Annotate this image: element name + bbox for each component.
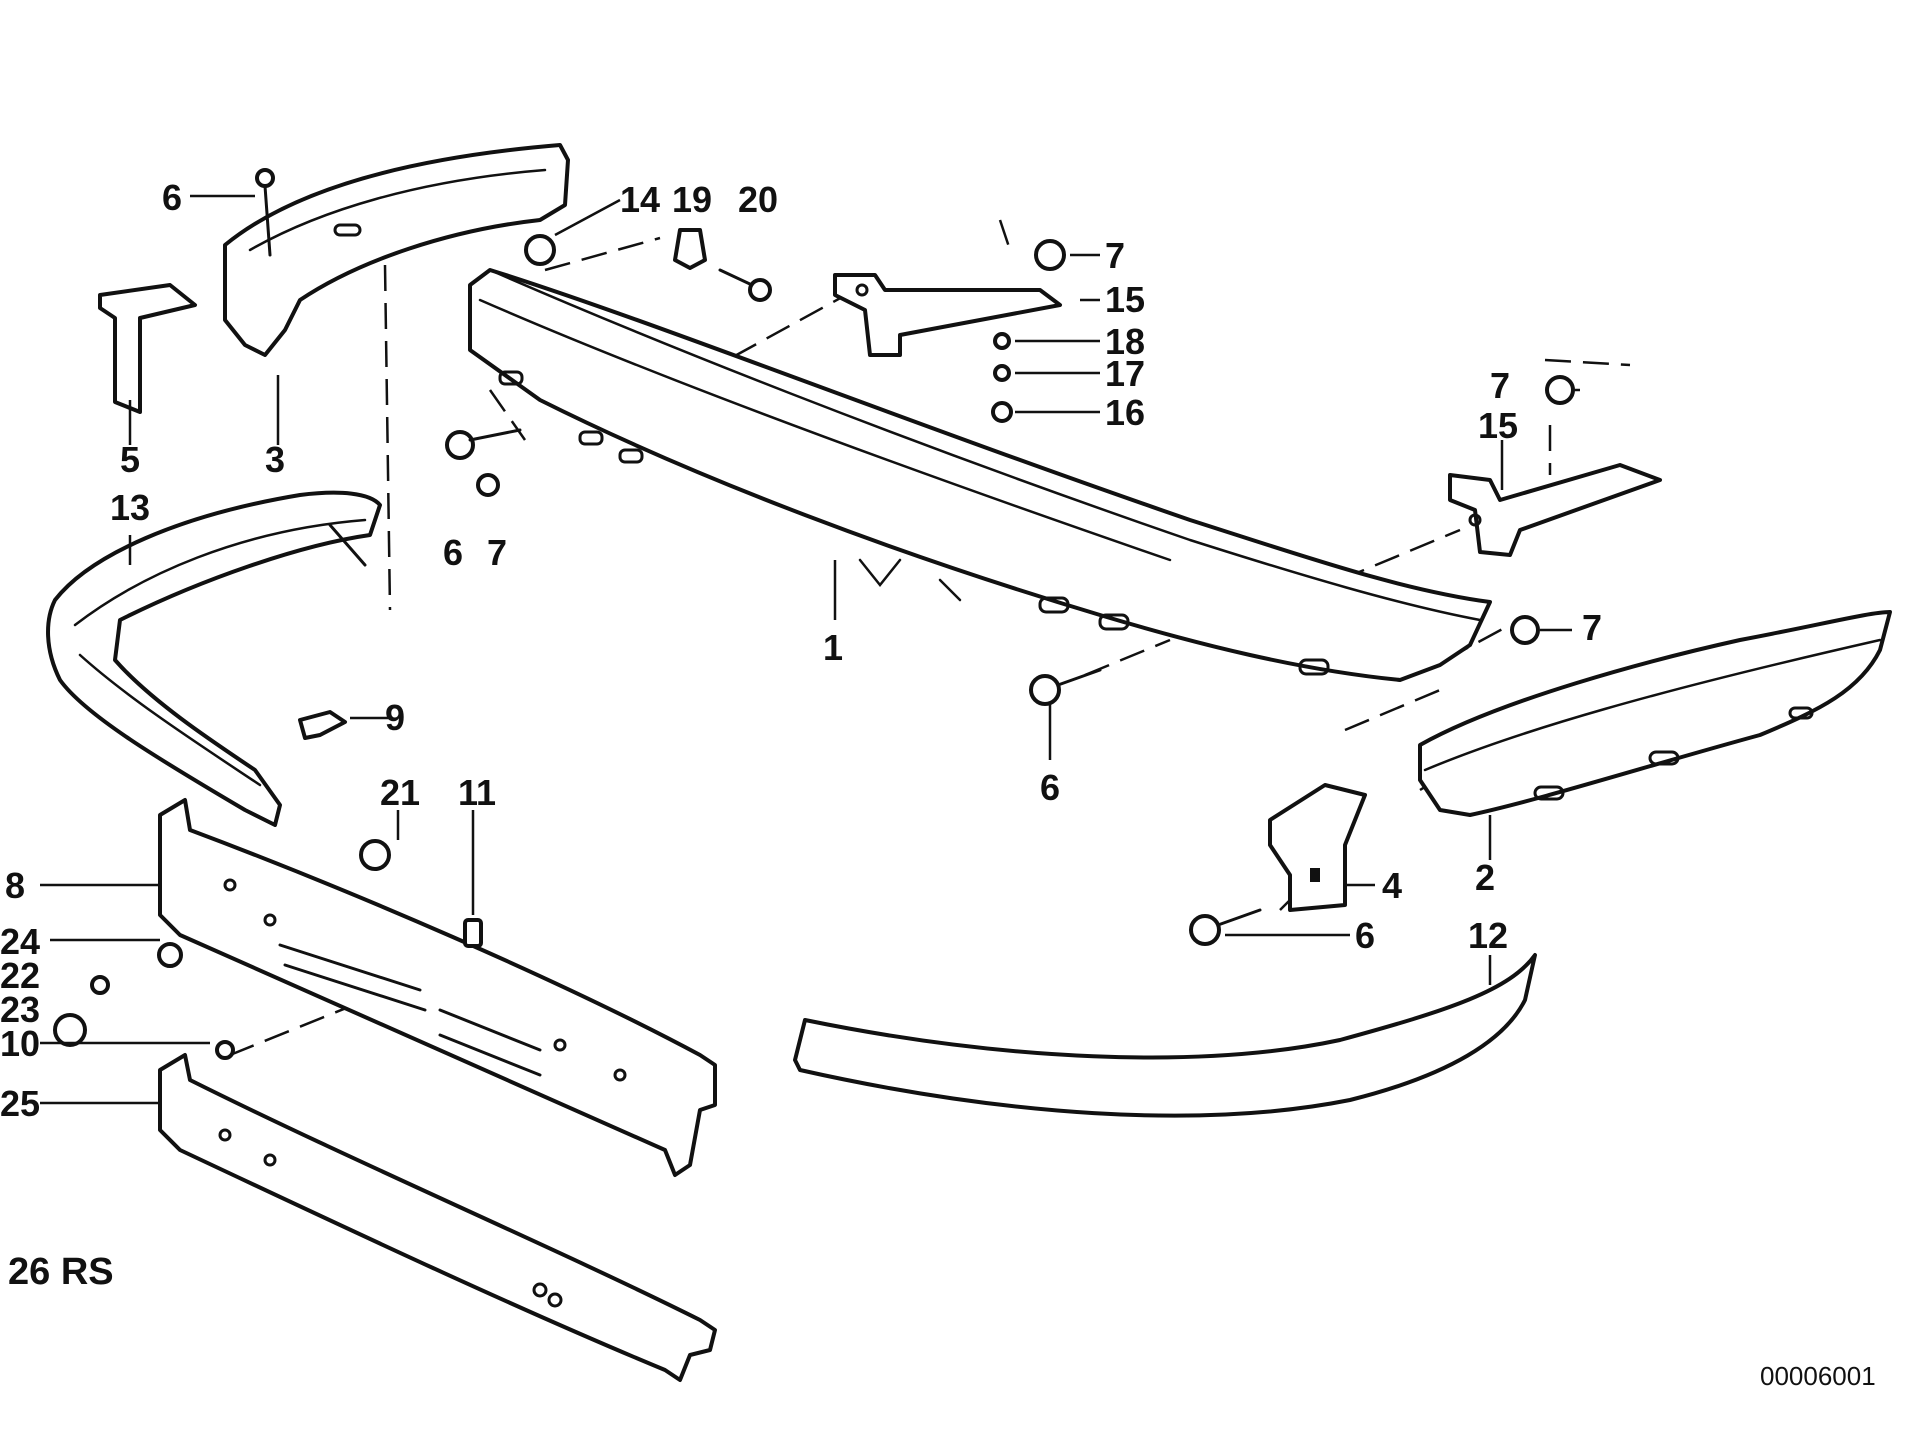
bumper-end-right-part-2: [1418, 610, 1892, 860]
callout-15b: 15: [1478, 405, 1518, 446]
callout-9: 9: [385, 697, 405, 738]
bumper-end-left-part-13: [46, 490, 382, 827]
callout-4: 4: [1382, 865, 1402, 906]
callout-17: 17: [1105, 353, 1145, 394]
callout-6a: 6: [162, 177, 182, 218]
trim-strip-part-12: [793, 953, 1537, 1118]
callout-3: 3: [265, 439, 285, 480]
fastener-screws: [53, 168, 1262, 1060]
fastener-nuts: [157, 228, 1575, 968]
callout-22: 22: [0, 955, 40, 996]
callout-19: 19: [672, 179, 712, 220]
bracket-part-15-lower: [1448, 440, 1662, 557]
callout-20: 20: [738, 179, 778, 220]
callout-7d: 7: [1582, 607, 1602, 648]
callout-5: 5: [120, 439, 140, 480]
callout-6c: 6: [1040, 767, 1060, 808]
section-label: 26 RS: [8, 1251, 114, 1293]
valance-part-8: [158, 798, 717, 1177]
callout-23: 23: [0, 989, 40, 1030]
callout-7c: 7: [1490, 365, 1510, 406]
callout-24: 24: [0, 921, 40, 962]
reference-number: 00006001: [1760, 1361, 1876, 1391]
callout-18: 18: [1105, 321, 1145, 362]
callout-2: 2: [1475, 857, 1495, 898]
callout-10: 10: [0, 1023, 40, 1064]
callout-7a: 7: [487, 532, 507, 573]
strip-part-25: [158, 1053, 717, 1382]
callout-8: 8: [5, 865, 25, 906]
callout-11: 11: [458, 772, 496, 813]
callout-13: 13: [110, 487, 150, 528]
callout-labels: 1 2 3 4 5 6 6 6 6 7 7 7 7 8 9 10 11 12 1…: [0, 177, 1602, 1124]
bracket-part-4: [1268, 783, 1367, 912]
bracket-part-5: [98, 283, 197, 445]
callout-6d: 6: [1355, 915, 1375, 956]
leader-lines: [40, 194, 1580, 1105]
callout-7b: 7: [1105, 235, 1125, 276]
callout-1: 1: [823, 627, 843, 668]
callout-25: 25: [0, 1083, 40, 1124]
bumper-bar-part-1: [468, 268, 1492, 682]
callout-21: 21: [380, 772, 420, 813]
callout-12: 12: [1468, 915, 1508, 956]
bracket-part-15-upper: [833, 273, 1062, 357]
callout-6b: 6: [443, 532, 463, 573]
callout-16: 16: [1105, 392, 1145, 433]
callout-15a: 15: [1105, 279, 1145, 320]
end-cap-left-part-3: [223, 143, 570, 445]
callout-14: 14: [620, 179, 660, 220]
